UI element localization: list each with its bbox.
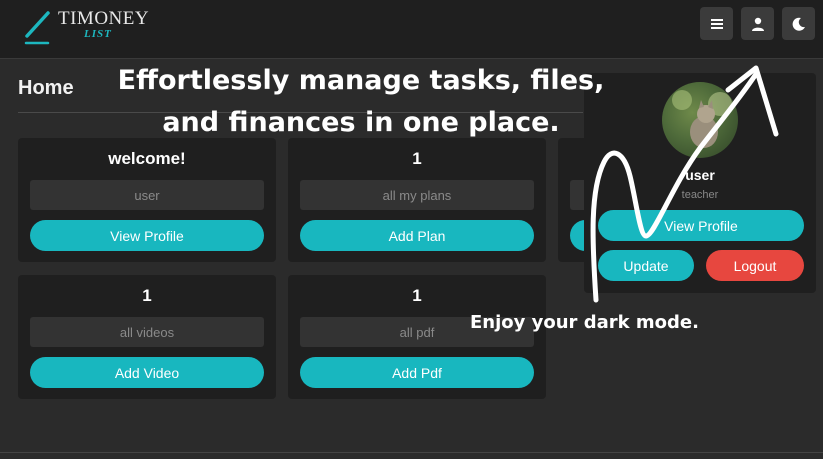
videos-card: 1 all videos Add Video [18, 275, 276, 399]
update-button[interactable]: Update [598, 250, 694, 281]
title-divider [18, 112, 583, 113]
card-count: 1 [412, 149, 422, 168]
brand-subtitle: LIST [84, 28, 112, 40]
plans-card: 1 all my plans Add Plan [288, 138, 546, 262]
add-pdf-button[interactable]: Add Pdf [300, 357, 534, 388]
avatar [662, 82, 738, 158]
user-button[interactable] [741, 7, 774, 40]
promo-headline-line2: and finances in one place. [162, 107, 560, 138]
welcome-card: welcome! user View Profile [18, 138, 276, 262]
cat-photo-icon [672, 90, 732, 148]
brand-logo[interactable]: TIMONEY LIST [24, 8, 149, 48]
promo-caption: Enjoy your dark mode. [470, 312, 699, 333]
promo-headline-line1: Effortlessly manage tasks, files, [117, 65, 605, 96]
card-count: 1 [142, 286, 152, 305]
page-title: Home [18, 77, 74, 99]
menu-button[interactable] [700, 7, 733, 40]
menu-icon [710, 18, 723, 29]
card-field: user [30, 180, 264, 210]
card-field: all my plans [300, 180, 534, 210]
pdf-card: 1 all pdf Add Pdf [288, 275, 546, 399]
brand-name: TIMONEY [58, 8, 150, 29]
dark-mode-toggle[interactable] [782, 7, 815, 40]
profile-role: teacher [681, 189, 719, 201]
add-plan-button[interactable]: Add Plan [300, 220, 534, 251]
top-navbar: TIMONEY LIST [0, 0, 823, 59]
moon-icon [792, 17, 805, 31]
logout-button[interactable]: Logout [706, 250, 804, 281]
view-profile-button[interactable]: View Profile [30, 220, 264, 251]
card-count: 1 [412, 286, 422, 305]
pen-logo-icon [24, 11, 50, 45]
card-title: welcome! [108, 149, 186, 168]
add-video-button[interactable]: Add Video [30, 357, 264, 388]
user-icon [751, 17, 764, 31]
profile-name: user [685, 167, 715, 183]
promo-headline: Effortlessly manage tasks, files, and fi… [96, 60, 626, 144]
card-field: all videos [30, 317, 264, 347]
card-field: all pdf [300, 317, 534, 347]
profile-view-button[interactable]: View Profile [598, 210, 804, 241]
footer-divider [0, 452, 823, 453]
